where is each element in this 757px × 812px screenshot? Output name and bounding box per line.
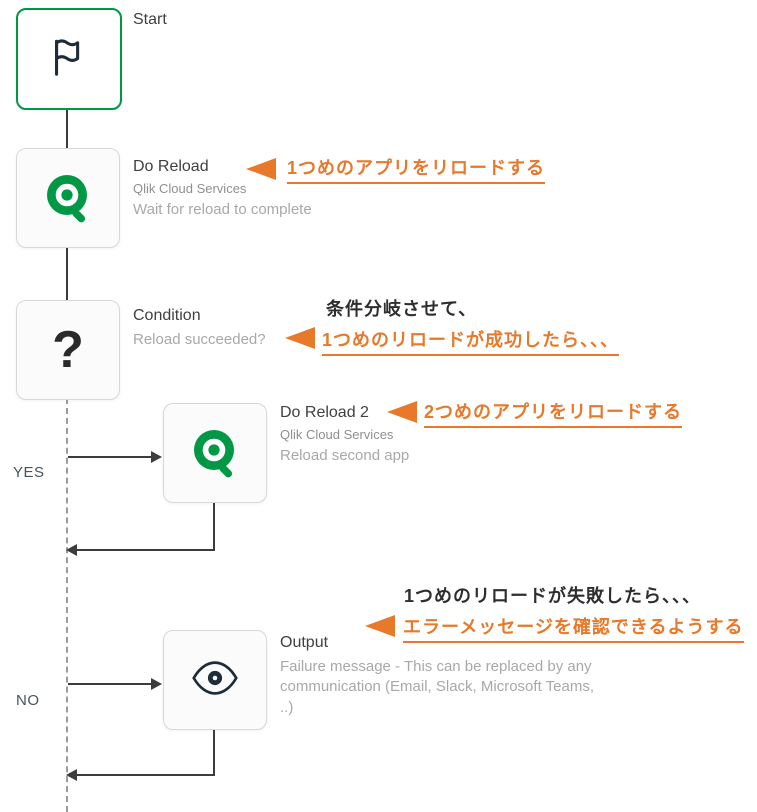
output-node[interactable] [163, 630, 267, 730]
annotation-condition-intro: 条件分岐させて、 [326, 299, 478, 319]
eye-icon [190, 653, 240, 708]
do-reload-node[interactable] [16, 148, 120, 248]
do-reload-2-description: Reload second app [280, 447, 410, 464]
connector-start-doreload [66, 100, 68, 150]
start-node-label: Start [133, 11, 167, 28]
qlik-logo-icon [187, 423, 243, 484]
connector-main-dashed [66, 398, 68, 812]
do-reload-subtitle: Qlik Cloud Services [133, 181, 247, 196]
condition-node[interactable]: ? [16, 300, 120, 400]
start-node[interactable] [16, 8, 122, 110]
connector-no-branch [68, 683, 152, 685]
do-reload-title: Do Reload [133, 158, 209, 175]
do-reload-description: Wait for reload to complete [133, 201, 312, 218]
annotation-output-action: エラーメッセージを確認できるようする [403, 613, 744, 643]
annotation-arrow-icon [387, 401, 417, 423]
output-return-arrowhead-icon [66, 769, 77, 781]
annotation-arrow-icon [285, 327, 315, 349]
connector-output-return-vertical [213, 730, 215, 775]
connector-output-return-horizontal [77, 774, 215, 776]
connector-doreload2-return-vertical [213, 503, 215, 550]
no-branch-arrowhead-icon [151, 678, 162, 690]
output-title: Output [280, 634, 329, 651]
question-mark-icon: ? [52, 321, 84, 379]
branch-label-no: NO [16, 692, 40, 709]
connector-doreload-condition [66, 244, 68, 302]
annotation-condition-success: 1つめのリロードが成功したら、、、 [322, 326, 620, 356]
doreload2-return-arrowhead-icon [66, 544, 77, 556]
connector-doreload2-return-horizontal [77, 549, 215, 551]
branch-label-yes: YES [13, 464, 45, 481]
annotation-arrow-icon [246, 158, 276, 180]
do-reload-2-title: Do Reload 2 [280, 404, 369, 421]
do-reload-2-node[interactable] [163, 403, 267, 503]
yes-branch-arrowhead-icon [151, 451, 162, 463]
annotation-output-intro: 1つめのリロードが失敗したら、、、 [404, 586, 702, 606]
condition-description: Reload succeeded? [133, 331, 266, 348]
annotation-arrow-icon [365, 615, 395, 637]
annotation-do-reload-2: 2つめのアプリをリロードする [424, 398, 683, 428]
output-description: Failure message - This can be replaced b… [280, 658, 594, 716]
do-reload-2-subtitle: Qlik Cloud Services [280, 427, 394, 442]
qlik-logo-icon [40, 168, 96, 229]
annotation-do-reload: 1つめのアプリをリロードする [287, 154, 546, 184]
connector-yes-branch [68, 456, 152, 458]
condition-title: Condition [133, 307, 201, 324]
flag-icon [46, 34, 92, 85]
